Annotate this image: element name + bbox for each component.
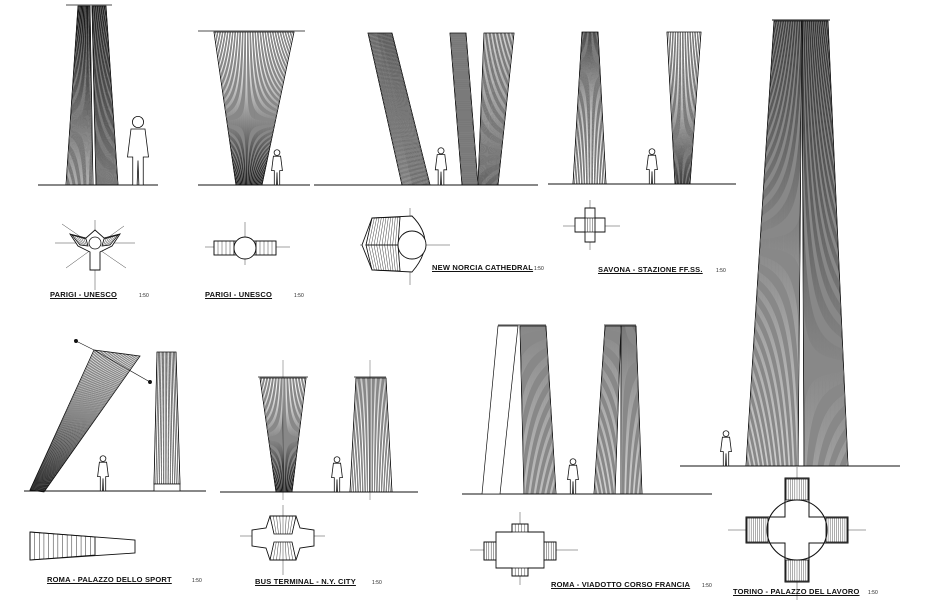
scale-torino: 1:50 (868, 590, 878, 596)
plan-parigi-unesco-2 (205, 222, 290, 265)
human-figure (646, 148, 658, 185)
pillar-parigi-unesco-funnel (198, 30, 310, 186)
pillar-roma-palazzo-elevation (24, 339, 206, 493)
pillar-new-norcia-elevation (314, 32, 538, 186)
scale-parigi-unesco-2: 1:50 (294, 293, 304, 299)
scale-roma-palazzo: 1:50 (192, 578, 202, 584)
scale-savona: 1:50 (716, 268, 726, 274)
plan-new-norcia (360, 208, 450, 285)
scale-bus-terminal: 1:50 (372, 580, 382, 586)
caption-parigi-unesco-1: PARIGI - UNESCO (50, 290, 118, 299)
plan-torino (728, 467, 866, 600)
scale-roma-viadotto: 1:50 (702, 583, 712, 589)
caption-bus-terminal: BUS TERMINAL - N.Y. CITY (255, 577, 356, 586)
plan-bus-terminal (240, 505, 325, 575)
plan-parigi-unesco-1 (55, 220, 135, 290)
caption-torino: TORINO - PALAZZO DEL LAVORO (733, 587, 860, 596)
human-figure (567, 458, 579, 495)
human-figure (720, 430, 732, 467)
caption-roma-palazzo: ROMA - PALAZZO DELLO SPORT (47, 575, 172, 584)
pillar-roma-viadotto-elevation (462, 324, 712, 495)
human-figure (434, 147, 448, 186)
caption-roma-viadotto: ROMA - VIADOTTO CORSO FRANCIA (551, 580, 691, 589)
pillar-bus-terminal-elevation (220, 360, 418, 500)
caption-savona: SAVONA - STAZIONE FF.SS. (598, 265, 703, 274)
scale-new-norcia: 1:50 (534, 266, 544, 272)
plan-roma-palazzo (29, 531, 136, 561)
human-figure (331, 456, 343, 493)
pillar-parigi-unesco-elevation (38, 4, 158, 186)
human-figure (97, 455, 109, 492)
plan-roma-viadotto (470, 512, 578, 585)
human-figure (127, 116, 149, 186)
caption-new-norcia: NEW NORCIA CATHEDRAL (432, 263, 534, 272)
human-figure (271, 149, 283, 186)
scale-parigi-unesco-1: 1:50 (139, 293, 149, 299)
plan-savona (563, 200, 620, 250)
caption-parigi-unesco-2: PARIGI - UNESCO (205, 290, 273, 299)
pillar-savona-elevation (548, 31, 736, 185)
pillar-torino-elevation (680, 19, 900, 467)
